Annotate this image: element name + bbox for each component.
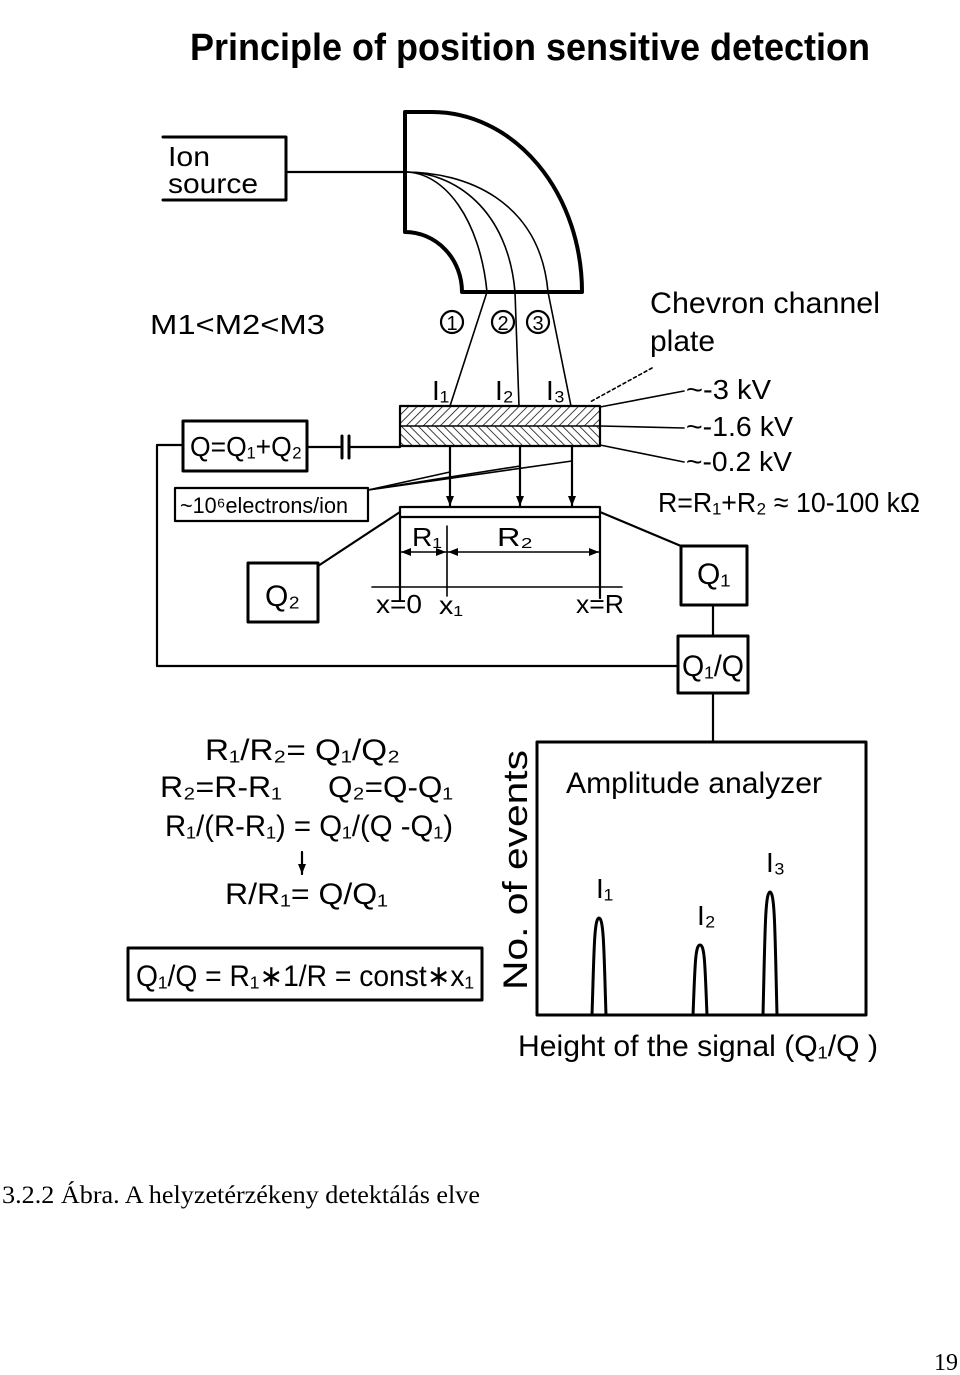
ion-trajectory-1 [404,171,488,407]
voltage-leader-2 [599,425,685,429]
equation-r2-definition: R₂=R-R₁ [160,771,282,804]
trajectory-marker-1: 1 [439,309,465,335]
ion-trajectory-2 [404,171,520,407]
analyzer-x-axis-label: Height of the signal (Q₁/Q ) [518,1030,878,1063]
q1-wire [598,510,683,548]
analyzer-peak-label-3: I₃ [766,847,785,878]
position-x0-label: x=0 [376,589,422,619]
ion-source: Ion source [161,135,288,202]
electron-gain-box [173,486,370,523]
electron-gain-leader-3 [367,460,573,491]
trajectory-marker-circle [525,309,551,335]
trajectory-marker-2: 2 [490,309,516,335]
chevron-channel-plate [398,404,602,448]
mass-order-label: M1<M2<M3 [150,309,325,340]
equation-q2-definition: Q₂=Q-Q₁ [328,771,453,804]
voltage-leader-1 [599,390,685,408]
position-xR-label: x=R [576,589,624,619]
amplitude-analyzer-title: Amplitude analyzer [566,767,822,800]
chevron-label-line2: plate [650,325,715,358]
position-x1-label: x₁ [439,590,463,620]
ion-label-1: I₁ [432,375,449,406]
chevron-label-line1: Chevron channel [650,287,880,320]
analyzer-peak-1 [590,916,608,1017]
analyzer-peak-label-1: I₁ [596,873,613,904]
q2-box [246,561,320,624]
figure-title: Principle of position sensitive detectio… [190,27,870,69]
total-charge-return-wire [155,443,680,668]
page-number: 19 [934,1350,958,1375]
electron-gain-label: ~10⁶electrons/ion [180,493,348,518]
voltage-label-2: ~-1.6 kV [686,411,793,442]
trajectory-marker-circle [490,309,516,335]
analyzer-peak-3 [761,890,779,1017]
amplitude-analyzer-box [535,740,868,1017]
voltage-leader-3 [599,444,685,463]
voltage-label-3: ~-0.2 kV [686,446,792,477]
trajectory-marker-number: 3 [532,313,543,335]
ion-trajectory-3 [404,171,572,407]
result-equation-box [126,946,484,1002]
analyzer-peak-2 [691,943,709,1017]
analyzer-y-axis-label: No. of events [497,750,535,990]
trajectory-marker-number: 1 [446,313,457,335]
magnet-sector [403,110,584,294]
chevron-plate-lower-layer [400,426,600,446]
r1-label: R₁ [412,522,442,552]
chevron-label-leader [589,367,653,403]
equation-result: Q₁/Q = R₁∗1/R = const∗x₁ [136,960,474,993]
ion-label-2: I₂ [495,375,514,406]
trajectory-marker-number: 2 [497,313,508,335]
ion-label-3: I₃ [546,375,565,406]
anode-resistance-label: R=R₁+R₂ ≈ 10-100 kΩ [658,487,920,518]
resistive-anode [398,505,602,519]
electron-gain-leader-1 [367,471,451,491]
equation-simplified: R/R₁= Q/Q₁ [225,878,388,911]
voltage-label-1: ~-3 kV [686,374,771,405]
trajectory-marker-3: 3 [525,309,551,335]
ion-source-label-line1: Ion [168,141,210,172]
ratio-box-label: Q₁/Q [682,650,744,683]
chevron-plate-upper-layer [400,406,600,426]
total-charge-label: Q=Q₁+Q₂ [190,431,302,462]
r2-label: R₂ [497,522,533,552]
q1-box-label: Q₁ [697,558,730,591]
analyzer-peak-label-2: I₂ [697,900,716,931]
equation-substituted: R₁/(R-R₁) = Q₁/(Q -Q₁) [165,810,453,843]
ion-source-label-line2: source [168,168,258,199]
figure-caption: 3.2.2 Ábra. A helyzetérzékeny detektálás… [2,1181,480,1209]
q2-wire [316,510,402,568]
q2-box-label: Q₂ [265,580,300,613]
equation-resistance-ratio: R₁/R₂= Q₁/Q₂ [205,734,400,767]
ion-source-box [161,135,288,202]
trajectory-marker-circle [439,309,465,335]
